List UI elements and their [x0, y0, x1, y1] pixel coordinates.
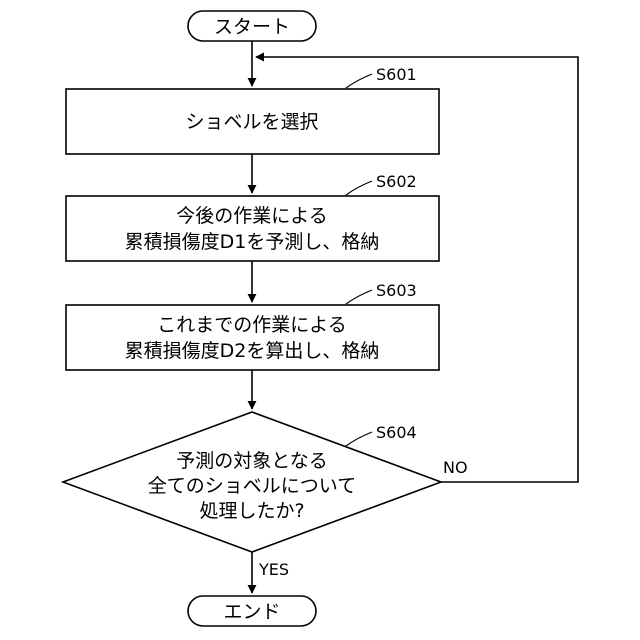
step-s603-line-2: 累積損傷度D2を算出し、格納: [125, 340, 380, 362]
step-s602-line-1: 今後の作業による: [176, 205, 327, 227]
step-id-s604: S604: [376, 423, 417, 442]
yes-label: YES: [258, 560, 289, 579]
leader-line-s603: [346, 290, 372, 304]
end-label: エンド: [223, 601, 280, 623]
no-label: NO: [443, 458, 468, 477]
step-s602-line-2: 累積損傷度D1を予測し、格納: [125, 231, 380, 253]
step-id-s601: S601: [376, 65, 417, 84]
decision-line-2: 全てのショベルについて: [148, 475, 356, 497]
start-terminal: スタート: [188, 11, 316, 41]
start-label: スタート: [214, 16, 290, 38]
step-id-s603: S603: [376, 281, 417, 300]
step-id-s602: S602: [376, 172, 417, 191]
decision-step-s604: 予測の対象となる 全てのショベルについて 処理したか? S604: [63, 412, 441, 552]
step-s603-line-1: これまでの作業による: [157, 314, 346, 336]
end-terminal: エンド: [188, 596, 316, 626]
step-s601-line-1: ショベルを選択: [185, 111, 318, 133]
decision-line-3: 処理したか?: [199, 500, 304, 522]
leader-line-s601: [346, 74, 372, 88]
leader-line-s602: [346, 181, 372, 195]
leader-line-s604: [346, 432, 372, 446]
decision-line-1: 予測の対象となる: [176, 450, 327, 472]
